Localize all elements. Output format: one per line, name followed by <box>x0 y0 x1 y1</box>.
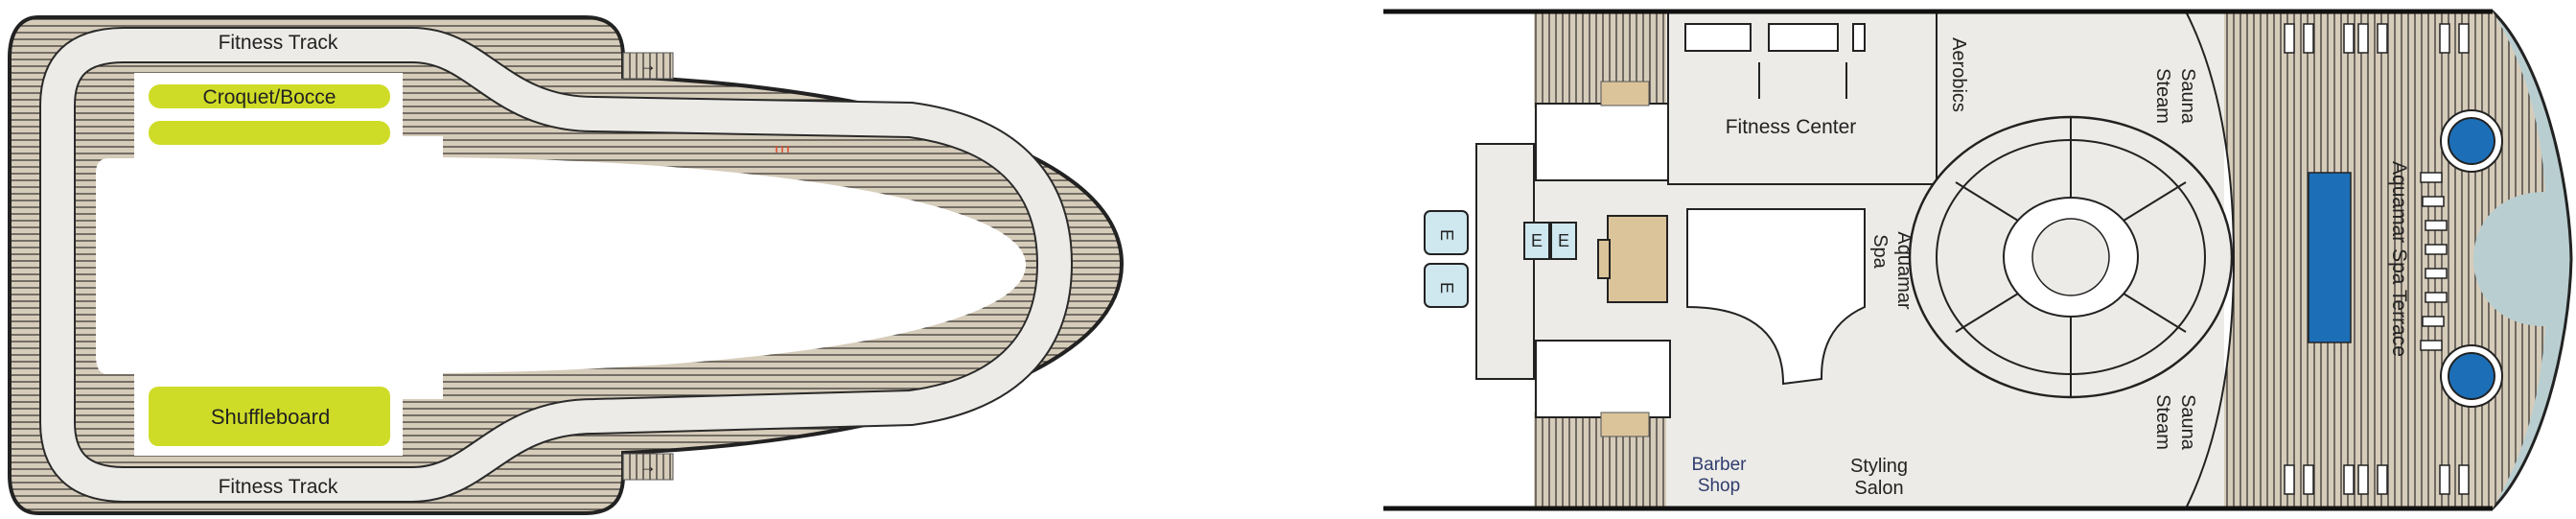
elevator-icon: E <box>1531 231 1543 250</box>
sauna-label: Sauna <box>2177 68 2198 125</box>
shuffleboard-court <box>149 387 390 446</box>
croquet-label: Croquet/Bocce <box>203 86 337 108</box>
spa-treatment-rotunda <box>1908 115 2234 399</box>
elevators: E E E E <box>1424 210 1577 308</box>
styling-salon-label: Salon <box>1854 478 1903 499</box>
whirlpool <box>2440 109 2503 173</box>
elevator-icon: E <box>1437 282 1456 294</box>
separator-marks <box>776 146 789 153</box>
svg-text:→: → <box>639 56 657 75</box>
fitness-track-surface <box>41 28 1072 501</box>
fitness-equipment <box>1684 23 1866 99</box>
fitness-track-label: Fitness Track <box>219 476 338 498</box>
aerobics-label: Aerobics <box>1948 37 1969 112</box>
steam-label: Steam <box>2152 394 2173 450</box>
sauna-label: Sauna <box>2177 394 2198 451</box>
fitness-track-label: Fitness Track <box>219 32 338 54</box>
styling-salon-label: Styling <box>1850 456 1908 477</box>
spa-pool <box>2308 172 2352 343</box>
svg-text:→: → <box>639 457 657 476</box>
elevator-icon: E <box>1558 231 1569 250</box>
aquamar-spa-label: Aquamar <box>1893 231 1915 309</box>
stairs-icon <box>1597 215 1668 303</box>
stairs-icon <box>1600 412 1650 437</box>
aquamar-spa-label: Spa <box>1869 234 1891 269</box>
whirlpool <box>2440 344 2503 408</box>
fitness-center-label: Fitness Center <box>1726 116 1857 138</box>
stairs-icon <box>1600 81 1650 106</box>
spa-terrace-label: Aquamar Spa Terrace <box>2388 161 2410 357</box>
croquet-court <box>149 84 390 108</box>
open-atrium <box>96 73 1026 456</box>
bocce-court <box>149 121 390 145</box>
elevator-icon: E <box>1437 229 1456 241</box>
aft-deck: E E E E <box>1383 9 2573 511</box>
steam-label: Steam <box>2152 68 2173 124</box>
shuffleboard-label: Shuffleboard <box>211 405 330 429</box>
stairs-icon: → <box>622 453 674 481</box>
barber-shop-label: Shop <box>1698 476 1740 496</box>
sun-loungers <box>2284 23 2470 495</box>
forward-deck: → → Fitness Track Fitness Track Croquet/… <box>8 15 1125 515</box>
barber-shop-label: Barber <box>1691 455 1747 475</box>
stairs-icon: → <box>622 52 674 80</box>
